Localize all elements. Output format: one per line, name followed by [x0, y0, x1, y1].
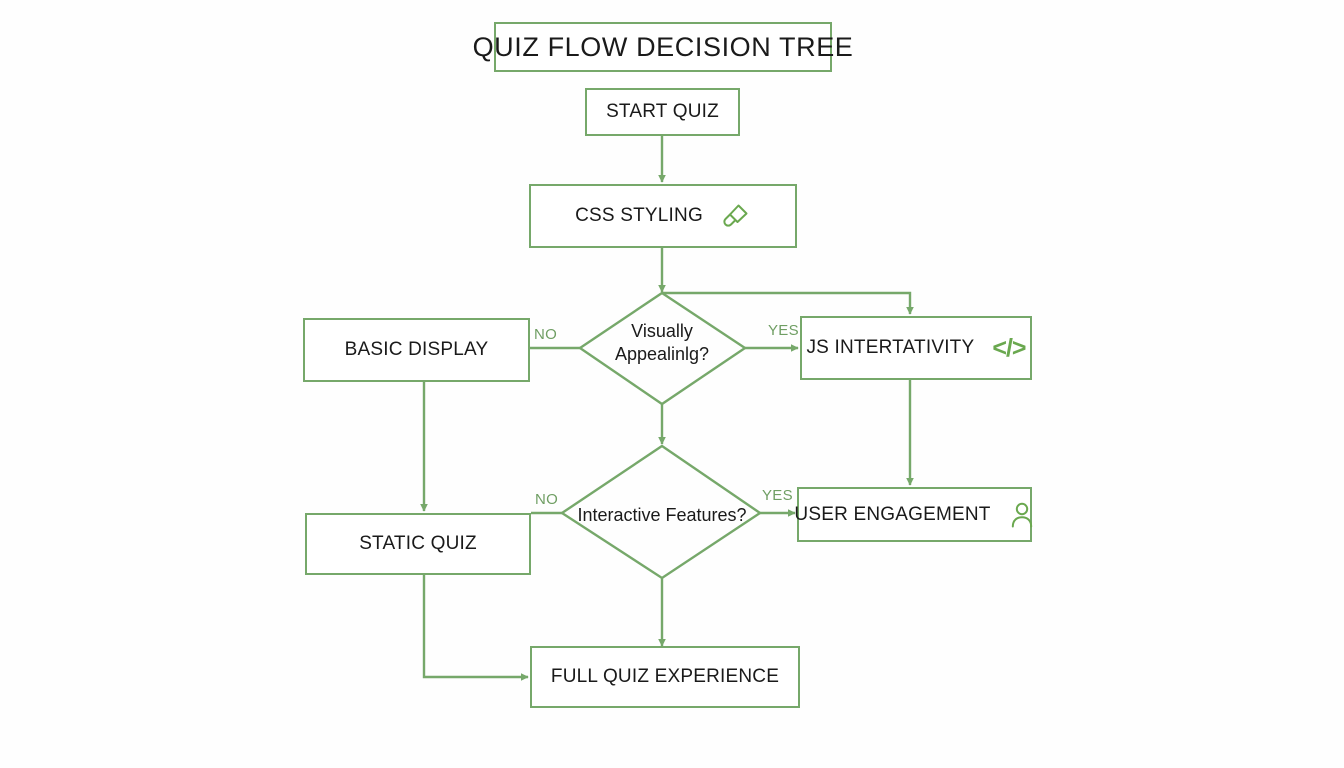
code-icon: </>: [992, 333, 1026, 363]
node-js-interactivity[interactable]: JS INTERTATIVITY </>: [800, 316, 1032, 380]
edge-label-visual-yes: YES: [768, 322, 799, 339]
node-start-quiz[interactable]: START QUIZ: [585, 88, 740, 136]
page-title-label: QUIZ FLOW DECISION TREE: [472, 31, 854, 62]
node-css-styling[interactable]: CSS STYLING: [529, 184, 797, 248]
node-start-quiz-label: START QUIZ: [606, 101, 719, 122]
node-full-quiz-experience-label: FULL QUIZ EXPERIENCE: [550, 666, 780, 687]
node-user-engagement[interactable]: USER ENGAGEMENT: [794, 487, 1035, 542]
code-icon-glyph: </>: [992, 333, 1026, 362]
node-basic-display[interactable]: BASIC DISPLAY: [303, 318, 530, 382]
page-title: QUIZ FLOW DECISION TREE: [473, 22, 853, 72]
node-user-engagement-label: USER ENGAGEMENT: [794, 503, 991, 525]
node-basic-display-label: BASIC DISPLAY: [344, 339, 489, 360]
edge-static-quiz-to-full-quiz: [422, 575, 529, 681]
user-person-icon: [1009, 501, 1035, 529]
node-js-interactivity-label: JS INTERTATIVITY: [806, 337, 975, 358]
node-static-quiz-label: STATIC QUIZ: [359, 533, 477, 554]
decision-interactive-shape: [559, 444, 763, 580]
edge-label-interactive-yes: YES: [762, 487, 793, 504]
decision-interactive-label: Interactive Features?: [577, 505, 747, 525]
decision-visual-shape: [577, 291, 748, 406]
paint-brush-icon: [721, 201, 751, 231]
node-full-quiz-experience[interactable]: FULL QUIZ EXPERIENCE: [530, 646, 800, 708]
node-css-styling-label: CSS STYLING: [575, 205, 703, 226]
edge-label-visual-no: NO: [534, 326, 558, 343]
edge-label-interactive-no: NO: [535, 491, 559, 508]
edge-visual-top-to-js: [662, 291, 914, 315]
node-static-quiz[interactable]: STATIC QUIZ: [305, 513, 531, 575]
decision-visual-label: Visually Appealinlg?: [614, 321, 710, 364]
